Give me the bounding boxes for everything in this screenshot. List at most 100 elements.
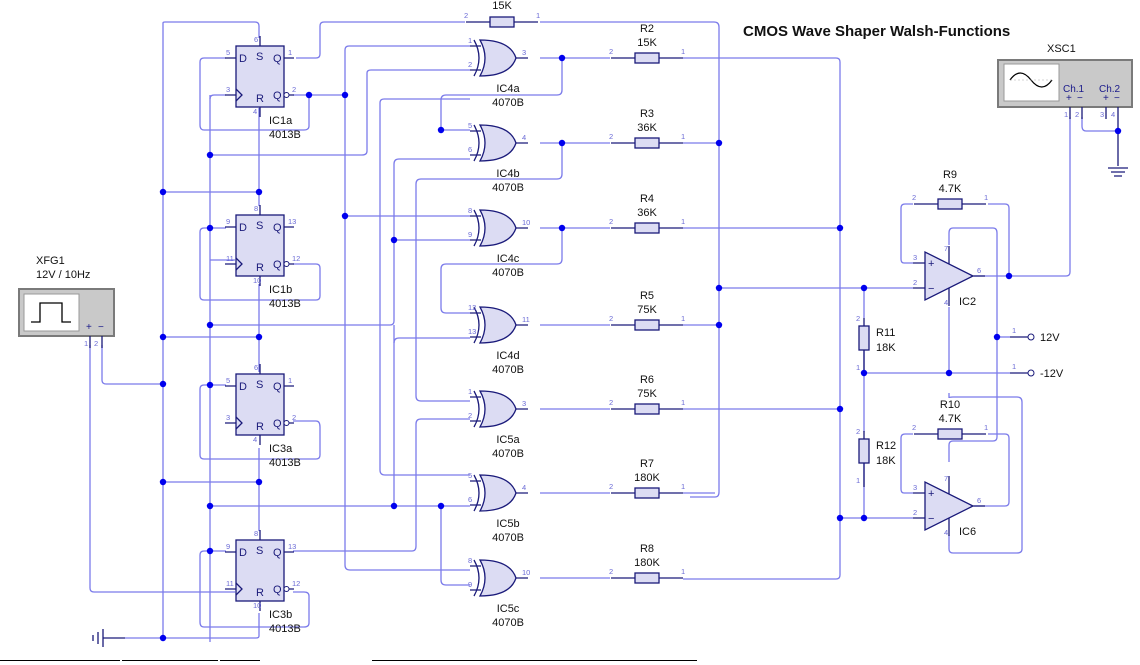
junction-dot [836, 514, 844, 522]
xor-pins [470, 565, 528, 591]
xor-pins [470, 312, 528, 338]
pin-number: 1 [681, 398, 685, 407]
junction-dot [836, 224, 844, 232]
flipflop-body[interactable] [235, 214, 285, 277]
flipflop-body[interactable] [235, 373, 285, 436]
pin-number: 1 [681, 132, 685, 141]
wire [974, 117, 1071, 277]
pin-number: 6 [254, 363, 258, 372]
flipflop-body[interactable] [235, 45, 285, 108]
resistor-body[interactable] [634, 572, 660, 584]
pin-number: 8 [254, 204, 258, 213]
pin-number: 5 [468, 121, 472, 130]
resistor-body[interactable] [634, 137, 660, 149]
ff-label-r: R [256, 587, 264, 599]
ff-label-r: R [256, 262, 264, 274]
resistor-ref: R2 [640, 23, 654, 35]
resistor-value: 36K [637, 207, 657, 219]
xor-ref: IC5c [497, 603, 520, 615]
pin-number: 12 [292, 579, 300, 588]
xor-body[interactable] [478, 390, 517, 428]
ff-ref: IC3b [269, 609, 292, 621]
resistor-body[interactable] [858, 438, 870, 464]
ff-label-qbar: Q [273, 259, 282, 271]
clock-triangle-icon [235, 582, 243, 596]
resistor-body[interactable] [937, 428, 963, 440]
resistor-ref: R7 [640, 458, 654, 470]
junction-dot [1005, 272, 1013, 280]
pin-number: 2 [913, 508, 917, 517]
junction-dot [860, 514, 868, 522]
supply-12v[interactable]: 1 12V [1010, 326, 1060, 344]
resistor-body[interactable] [634, 222, 660, 234]
resistor-body[interactable] [937, 198, 963, 210]
pin-number: 2 [609, 132, 613, 141]
xor-body[interactable] [478, 209, 517, 247]
supply-minus-12v[interactable]: 1 -12V [1010, 362, 1064, 380]
xor-ref: IC4b [496, 168, 519, 180]
pin-number: 8 [468, 556, 472, 565]
resistor-value: 4.7K [939, 183, 962, 195]
xor-ref: IC5a [496, 434, 520, 446]
ff-part: 4013B [269, 129, 301, 141]
resistor-body[interactable] [489, 16, 515, 28]
resistor-body[interactable] [634, 319, 660, 331]
xsc1-ch2-label: Ch.2 [1099, 84, 1121, 95]
xor-body[interactable] [478, 474, 517, 512]
pin-number: 13 [468, 327, 476, 336]
resistor-body[interactable] [634, 52, 660, 64]
wire-sum-bus-b [683, 57, 841, 580]
xfg1-setting: 12V / 10Hz [36, 269, 90, 281]
ff-part: 4013B [269, 623, 301, 635]
xor-input-arc [473, 390, 480, 428]
ff-label-qbar: Q [273, 584, 282, 596]
opamp-pins [913, 246, 985, 306]
xfg1-pins [89, 336, 103, 348]
ff-label-s: S [256, 545, 263, 557]
junction-dot [1114, 127, 1122, 135]
pin-number: 8 [254, 529, 258, 538]
resistor-body[interactable] [634, 403, 660, 415]
pin-number: 1 [468, 387, 472, 396]
xfg1-minus: − [98, 322, 104, 333]
pin-number: 2 [468, 60, 472, 69]
flipflop-body[interactable] [235, 539, 285, 602]
xor-body[interactable] [478, 306, 517, 344]
pin-number: 6 [977, 266, 981, 275]
xor-body[interactable] [478, 124, 517, 162]
oscilloscope-xsc1[interactable]: XSC1 Ch.1 Ch.2 + − + − 1 2 3 4 [997, 43, 1133, 177]
resistor-body[interactable] [634, 487, 660, 499]
function-generator-xfg1[interactable]: XFG1 12V / 10Hz + − 1 2 [18, 255, 115, 348]
wire [440, 228, 563, 314]
wire [988, 433, 1010, 502]
xor-body[interactable] [478, 559, 517, 597]
resistor-body[interactable] [858, 325, 870, 351]
xor-body[interactable] [478, 39, 517, 77]
